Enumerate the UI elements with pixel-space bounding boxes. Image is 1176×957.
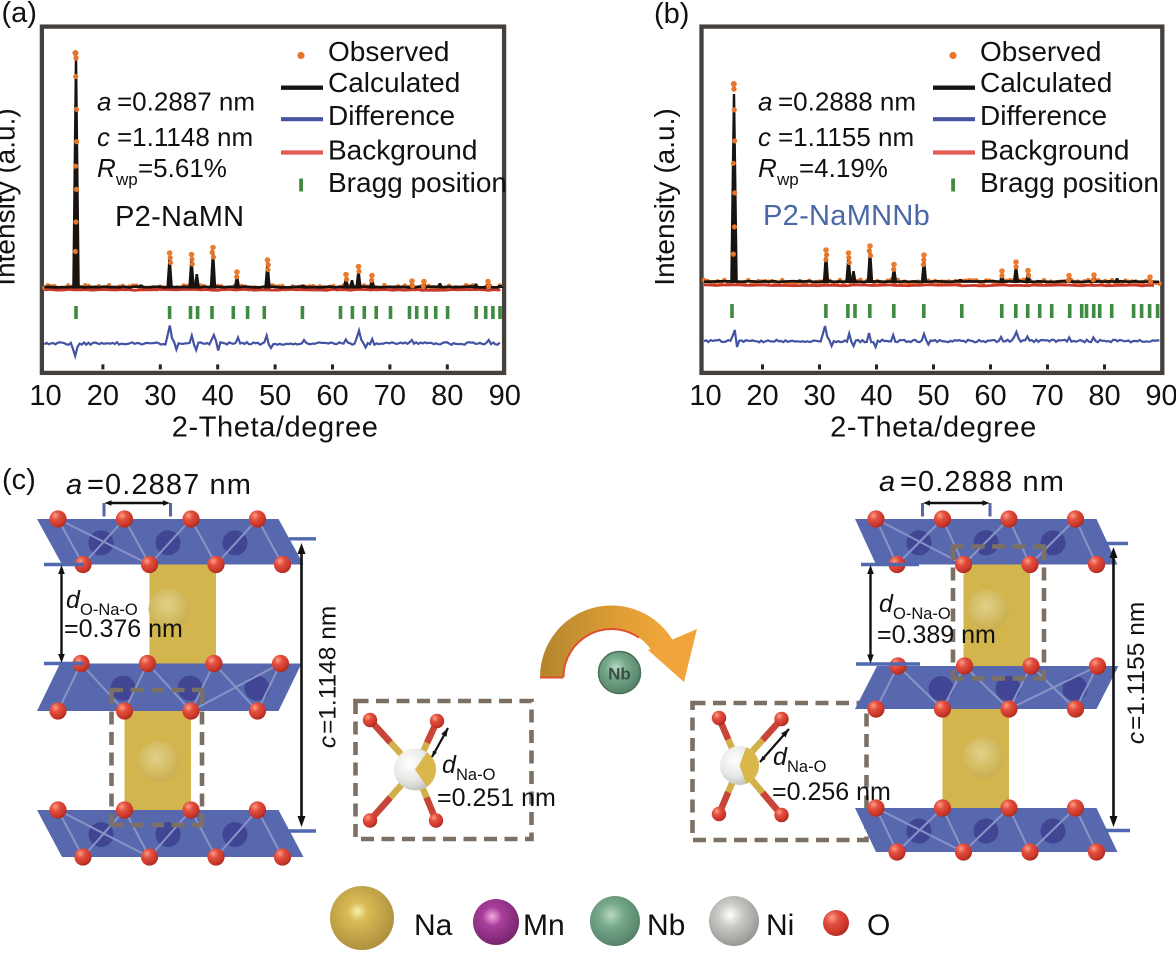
svg-text:=0.389 nm: =0.389 nm [877,621,996,649]
svg-text:d: d [442,751,457,779]
svg-text:R: R [97,153,116,183]
svg-text:90: 90 [1145,380,1176,412]
svg-text:20: 20 [87,380,119,412]
svg-text:Intensity (a.u.): Intensity (a.u.) [0,108,20,285]
svg-text:40: 40 [202,380,234,412]
svg-text:Na-O: Na-O [787,758,827,776]
svg-text:d: d [773,743,788,771]
svg-text:a: a [66,469,82,501]
svg-text:Mn: Mn [523,909,565,942]
svg-text:R: R [758,153,777,183]
svg-text:d: d [66,586,81,614]
svg-text:=0.2887 nm: =0.2887 nm [87,469,252,501]
svg-text:=0.2887 nm: =0.2887 nm [117,87,255,117]
svg-text:Bragg position: Bragg position [980,167,1159,198]
svg-text:wp: wp [115,170,138,189]
svg-text:(b): (b) [654,0,689,30]
svg-text:50: 50 [259,380,291,412]
svg-text:10: 10 [689,380,721,412]
svg-text:10: 10 [29,380,61,412]
svg-text:30: 30 [144,380,176,412]
svg-text:=0.376 nm: =0.376 nm [64,615,183,643]
svg-text:d: d [879,590,894,618]
svg-text:(c): (c) [2,464,36,496]
svg-text:60: 60 [316,380,348,412]
svg-text:40: 40 [860,380,892,412]
svg-text:90: 90 [489,380,521,412]
svg-text:Intensity (a.u.): Intensity (a.u.) [649,108,680,285]
svg-text:Difference: Difference [980,100,1107,131]
svg-text:Calculated: Calculated [328,67,460,98]
svg-text:P2-NaMNNb: P2-NaMNNb [763,200,930,232]
svg-text:Na: Na [414,909,453,942]
svg-text:70: 70 [1031,380,1063,412]
svg-text:2-Theta/degree: 2-Theta/degree [172,412,379,444]
svg-text:80: 80 [1088,380,1120,412]
svg-text:=1.1148 nm: =1.1148 nm [315,606,342,734]
svg-text:Nb: Nb [608,665,631,684]
svg-text:=4.19%: =4.19% [799,153,888,183]
svg-text:a: a [758,87,772,117]
svg-text:a: a [879,466,895,498]
svg-text:Calculated: Calculated [980,67,1112,98]
svg-text:Nb: Nb [647,909,685,942]
svg-text:50: 50 [917,380,949,412]
svg-text:Na-O: Na-O [456,766,496,784]
svg-text:(a): (a) [2,0,37,29]
svg-text:Difference: Difference [328,100,455,131]
svg-text:P2-NaMN: P2-NaMN [115,201,244,233]
svg-text:=5.61%: =5.61% [138,153,227,183]
svg-text:80: 80 [431,380,463,412]
svg-text:Background: Background [980,135,1129,166]
svg-text:c: c [315,736,342,748]
svg-text:=1.1155 nm: =1.1155 nm [778,122,914,152]
svg-text:70: 70 [374,380,406,412]
svg-text:=1.1148 nm: =1.1148 nm [117,122,253,152]
svg-text:c: c [1123,732,1150,744]
svg-text:Ni: Ni [766,909,794,942]
svg-text:Bragg position: Bragg position [328,167,507,198]
svg-text:c: c [97,122,110,152]
svg-text:2-Theta/degree: 2-Theta/degree [830,412,1037,444]
svg-text:30: 30 [803,380,835,412]
svg-text:Background: Background [328,135,477,166]
svg-text:=1.1155 nm: =1.1155 nm [1123,602,1150,730]
svg-text:wp: wp [776,170,799,189]
svg-text:60: 60 [974,380,1006,412]
svg-text:=0.251 nm: =0.251 nm [437,784,556,812]
svg-text:Observed: Observed [328,36,449,67]
svg-text:O-Na-O: O-Na-O [893,605,951,623]
svg-text:O: O [867,909,890,942]
svg-text:O-Na-O: O-Na-O [80,601,138,619]
svg-text:c: c [758,122,771,152]
svg-text:=0.2888 nm: =0.2888 nm [900,466,1065,498]
svg-text:Observed: Observed [980,36,1101,67]
svg-text:20: 20 [746,380,778,412]
svg-text:a: a [97,87,111,117]
svg-text:=0.2888 nm: =0.2888 nm [778,87,916,117]
